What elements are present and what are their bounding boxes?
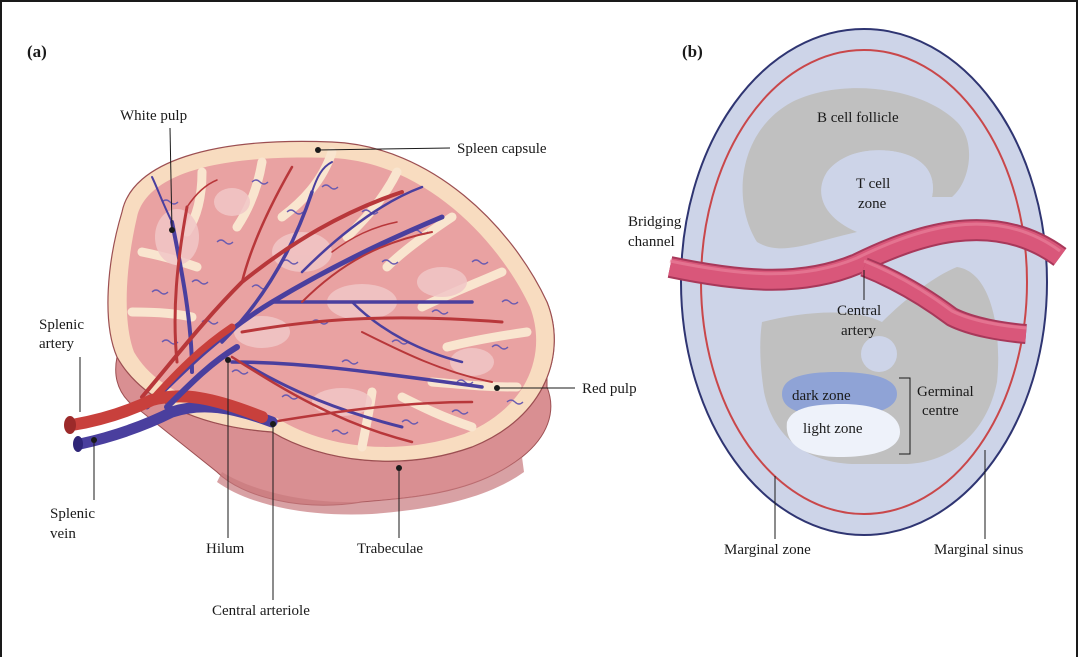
bridging-channel-label-2: channel	[628, 234, 675, 250]
central-arteriole-label: Central arteriole	[212, 603, 310, 619]
spleen-capsule-label: Spleen capsule	[457, 141, 547, 157]
marginal-sinus-label: Marginal sinus	[934, 542, 1023, 558]
follicle-diagram: dark zone light zone	[670, 29, 1060, 535]
panel-b-label: (b)	[682, 42, 703, 61]
central-artery-label-1: Central	[837, 303, 881, 319]
splenic-vein-label-1: Splenic	[50, 506, 95, 522]
panel-a-label: (a)	[27, 42, 47, 61]
germinal-centre-label-2: centre	[922, 403, 959, 419]
trabeculae-label: Trabeculae	[357, 541, 423, 557]
dark-zone-label: dark zone	[792, 388, 851, 404]
light-zone-label: light zone	[803, 421, 863, 437]
central-artery-label-2: artery	[841, 323, 876, 339]
marginal-zone-label: Marginal zone	[724, 542, 811, 558]
white-pulp-label: White pulp	[120, 108, 187, 124]
splenic-vein-end	[73, 436, 83, 452]
red-pulp-label: Red pulp	[582, 381, 637, 397]
spleen-illustration	[64, 141, 554, 514]
splenic-vein-label-2: vein	[50, 526, 76, 542]
t-cell-zone-label-2: zone	[858, 196, 887, 212]
bridging-channel-label-1: Bridging	[628, 214, 682, 230]
splenic-artery-end	[64, 416, 76, 434]
hilum-label: Hilum	[206, 541, 245, 557]
splenic-artery-label-2: artery	[39, 336, 74, 352]
t-cell-zone-label-1: T cell	[856, 176, 890, 192]
b-cell-follicle-label: B cell follicle	[817, 110, 899, 126]
splenic-artery-label-1: Splenic	[39, 317, 84, 333]
germinal-centre-label-1: Germinal	[917, 384, 974, 400]
central-artery-pocket	[861, 336, 897, 372]
